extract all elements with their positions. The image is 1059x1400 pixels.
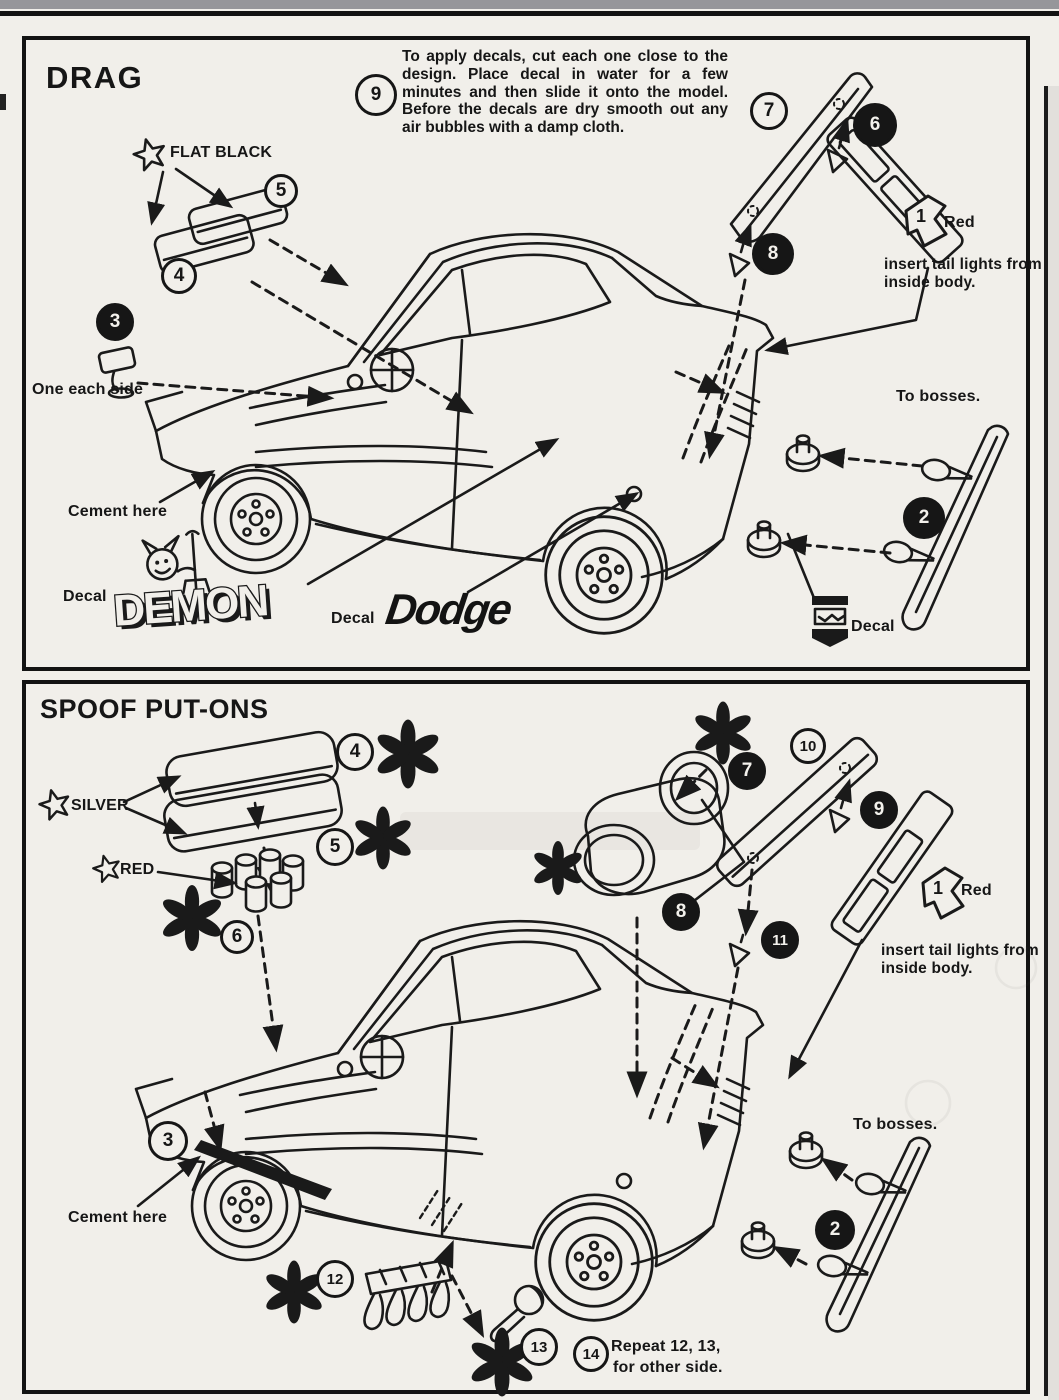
devil-mascot-icon bbox=[141, 529, 211, 596]
note-repeat-line2: for other side. bbox=[613, 1359, 723, 1376]
step-badge-4: 4 bbox=[161, 258, 197, 294]
panel-spoof-put-ons bbox=[22, 680, 1030, 1394]
step-badge-3: 3 bbox=[148, 1121, 188, 1161]
decal-label-center: Decal bbox=[331, 610, 375, 627]
paint-callout-flat-black: FLAT BLACK bbox=[170, 144, 273, 161]
blower-scoop-part bbox=[572, 750, 746, 906]
dodge-decal-logo: Dodge bbox=[382, 586, 514, 634]
note-one-each-side: One each side bbox=[32, 381, 144, 398]
pointer-arrow-icon bbox=[904, 194, 948, 248]
paint-star-icon bbox=[35, 785, 74, 823]
step-badge-8: 8 bbox=[662, 893, 700, 931]
hood-plate-parts bbox=[163, 730, 343, 853]
step-badge-5: 5 bbox=[316, 828, 354, 866]
boss-stud bbox=[785, 434, 821, 473]
step-badge-6: 6 bbox=[220, 920, 254, 954]
decal-label-rear: Decal bbox=[851, 618, 895, 635]
note-insert-tail-lights: insert tail lights from inside body. bbox=[881, 942, 1039, 978]
hood-scoop-parts bbox=[153, 186, 289, 275]
front-spoiler-part bbox=[194, 1140, 332, 1200]
rear-bumper-part bbox=[814, 1136, 932, 1333]
spoof-parts-art bbox=[35, 701, 954, 1397]
step-badge-7: 7 bbox=[750, 92, 788, 130]
note-insert-tail-lights: insert tail lights from inside body. bbox=[884, 256, 1042, 292]
decal-mark bbox=[786, 532, 848, 647]
tail-light-panel-part bbox=[830, 790, 954, 946]
note-cement-here: Cement here bbox=[68, 1209, 168, 1226]
step-badge-9: 9 bbox=[860, 791, 898, 829]
step-badge-11: 11 bbox=[761, 921, 799, 959]
note-to-bosses: To bosses. bbox=[853, 1116, 938, 1133]
decal-instructions-note: To apply decals, cut each one close to t… bbox=[402, 48, 728, 137]
sprue-tag-part bbox=[828, 778, 852, 834]
paint-star-icon bbox=[129, 134, 170, 173]
asterisk-mark bbox=[263, 1260, 325, 1324]
paint-star-icon bbox=[89, 851, 124, 885]
scanner-edge bbox=[0, 0, 1059, 9]
step-badge-12: 12 bbox=[316, 1260, 354, 1298]
step-badge-3: 3 bbox=[96, 303, 134, 341]
step-badge-14: 14 bbox=[573, 1336, 609, 1372]
step-badge-10: 10 bbox=[790, 728, 826, 764]
paint-callout-red: Red bbox=[961, 882, 992, 899]
boss-stud bbox=[788, 1131, 824, 1170]
step-badge-2: 2 bbox=[903, 497, 945, 539]
panel-title-drag: DRAG bbox=[46, 60, 144, 95]
mirror-part bbox=[97, 346, 137, 399]
step-badge-4: 4 bbox=[336, 733, 374, 771]
sprue-tag-part bbox=[728, 222, 752, 278]
panel-drag bbox=[22, 36, 1030, 671]
boss-stud bbox=[746, 520, 782, 559]
note-repeat-line1: Repeat 12, 13, bbox=[611, 1338, 721, 1355]
adjacent-page-edge bbox=[1044, 86, 1048, 1396]
step-badge-8: 8 bbox=[752, 233, 794, 275]
paint-callout-silver: SILVER bbox=[71, 797, 129, 814]
step-badge-13: 13 bbox=[520, 1328, 558, 1366]
step-badge-7: 7 bbox=[728, 752, 766, 790]
rear-bumper-part bbox=[880, 424, 1010, 631]
step-badge-9: 9 bbox=[355, 74, 397, 116]
step-badge-6: 6 bbox=[853, 103, 897, 147]
note-to-bosses: To bosses. bbox=[896, 388, 981, 405]
sprue-tag-part bbox=[728, 933, 751, 968]
sheet-top-edge bbox=[0, 11, 1059, 16]
step-badge-2: 2 bbox=[815, 1210, 855, 1250]
decal-label-front: Decal bbox=[63, 588, 107, 605]
exhaust-header-part bbox=[363, 1258, 453, 1331]
paint-callout-red: Red bbox=[944, 214, 975, 231]
demon-logo-shadow: DEMON bbox=[116, 580, 273, 640]
print-bleed-through bbox=[400, 812, 1038, 1127]
asterisk-mark bbox=[374, 719, 442, 789]
scan-artifact bbox=[0, 94, 6, 110]
step-pointer-1: 1 bbox=[920, 866, 966, 920]
demon-logo-text: DEMON bbox=[112, 576, 269, 636]
side-spoiler-part bbox=[715, 736, 879, 888]
panel-title-spoof-put-ons: SPOOF PUT-ONS bbox=[40, 694, 269, 724]
note-cement-here: Cement here bbox=[68, 503, 168, 520]
step-badge-5: 5 bbox=[264, 174, 298, 208]
adjacent-page bbox=[1048, 86, 1059, 1400]
pointer-arrow-icon bbox=[921, 866, 965, 920]
boss-stud bbox=[740, 1221, 776, 1260]
demon-decal-logo: DEMON DEMON bbox=[100, 522, 293, 652]
paint-callout-red-paint: RED bbox=[120, 861, 155, 878]
step-pointer-1: 1 bbox=[903, 194, 949, 248]
